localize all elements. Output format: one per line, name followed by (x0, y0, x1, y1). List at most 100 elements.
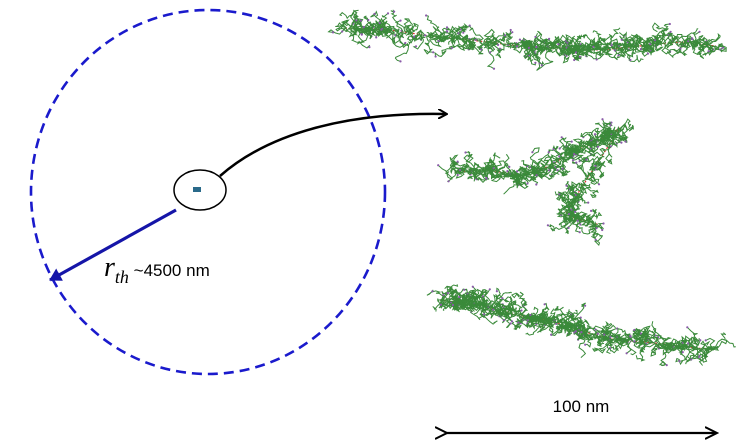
interaction-boundary-circle (29, 8, 387, 376)
aggregate-branch (613, 339, 629, 352)
aggregate-branch (658, 344, 669, 367)
aggregate-branch (585, 170, 600, 185)
aggregate-node (699, 339, 702, 342)
aggregate-branch (516, 166, 548, 173)
aggregate-node (558, 147, 561, 150)
aggregate-node (602, 222, 605, 225)
aggregate-node (331, 31, 335, 34)
aggregate-branch (486, 42, 496, 70)
radius-subscript: th (115, 267, 129, 287)
aggregate-node (678, 360, 681, 363)
aggregate-node (497, 43, 500, 47)
aggregate-branch (381, 25, 400, 33)
aggregate-node (625, 352, 628, 355)
aggregate-node (570, 140, 573, 143)
aggregate-branch (488, 157, 502, 173)
aggregate-branch (576, 211, 588, 221)
aggregate-branch (543, 34, 569, 50)
aggregate-node (707, 50, 710, 53)
aggregate-node (437, 39, 440, 43)
aggregate-node (456, 173, 459, 176)
aggregate-branch (573, 182, 588, 196)
aggregate-branch (640, 335, 656, 346)
aggregate-branch (564, 181, 574, 202)
aggregate-node (399, 60, 402, 63)
aggregate-branch (553, 306, 564, 324)
aggregate-node (691, 38, 694, 41)
aggregate-node (501, 297, 504, 300)
aggregate-branch (654, 43, 664, 52)
aggregate-branch (523, 43, 539, 59)
aggregate-branch (619, 123, 628, 143)
aggregate-branch (618, 42, 625, 49)
aggregate-branch (619, 35, 637, 49)
aggregate-node (482, 313, 486, 316)
aggregate-node (595, 227, 598, 230)
aggregate-branch (579, 213, 591, 227)
aggregate-node (594, 168, 597, 171)
aggregate-branch (562, 214, 570, 235)
aggregate-node (489, 51, 492, 54)
aggregate-branch (595, 160, 605, 171)
aggregate-top (327, 9, 727, 71)
aggregate-node (555, 322, 558, 325)
aggregate-branch (488, 169, 507, 183)
aggregate-branch (564, 317, 582, 334)
aggregate-node (362, 25, 365, 29)
aggregate-node (404, 41, 407, 45)
aggregate-branch (581, 131, 599, 142)
aggregate-node (584, 343, 587, 346)
aggregate-node (575, 161, 578, 164)
aggregate-branch (561, 136, 576, 153)
aggregate-branch (666, 39, 690, 59)
aggregate-branch (678, 343, 697, 355)
aggregate-branch (675, 343, 694, 366)
aggregate-node (594, 238, 597, 241)
aggregate-branch (461, 38, 468, 50)
aggregate-node (439, 303, 442, 306)
aggregate-node (574, 51, 578, 54)
aggregate-node (567, 226, 570, 229)
aggregate-branch (455, 170, 469, 179)
aggregate-branch (607, 126, 618, 143)
aggregate-node (373, 12, 376, 15)
aggregate-node (613, 49, 616, 52)
aggregate-node (573, 58, 576, 62)
aggregate-branch (689, 347, 703, 360)
aggregate-node (567, 213, 571, 216)
aggregate-branch (687, 339, 701, 348)
radius-symbol: r (104, 252, 115, 283)
aggregate-middle (437, 118, 635, 247)
aggregate-node (393, 10, 396, 13)
aggregate-branch (631, 329, 642, 343)
aggregate-branch (556, 193, 573, 206)
radius-label: rth ~4500 nm (104, 252, 210, 287)
aggregate-node (462, 31, 465, 34)
aggregate-node (560, 136, 563, 139)
aggregate-node (480, 48, 483, 51)
aggregate-node (594, 328, 597, 331)
aggregate-branch (626, 340, 637, 356)
aggregate-node (503, 34, 506, 37)
aggregate-branch (583, 48, 602, 60)
aggregate-branch (618, 32, 643, 47)
aggregate-branch (646, 36, 655, 46)
aggregate-node (399, 19, 402, 22)
aggregate-node (451, 303, 454, 307)
aggregate-branch (576, 217, 597, 235)
aggregate-branch (535, 164, 565, 180)
aggregate-branch (558, 137, 572, 163)
aggregate-node (620, 38, 623, 41)
aggregate-branch (403, 18, 419, 34)
aggregate-node (721, 46, 724, 50)
aggregate-node (492, 308, 495, 311)
aggregate-node (526, 182, 529, 185)
aggregate-branch (349, 9, 363, 31)
aggregate-node (543, 303, 546, 306)
aggregate-node (629, 58, 632, 62)
aggregate-node (561, 167, 564, 170)
aggregate-branch (575, 323, 585, 334)
aggregate-branch (620, 47, 630, 56)
aggregate-branch (464, 289, 482, 308)
aggregate-branch (640, 329, 656, 343)
